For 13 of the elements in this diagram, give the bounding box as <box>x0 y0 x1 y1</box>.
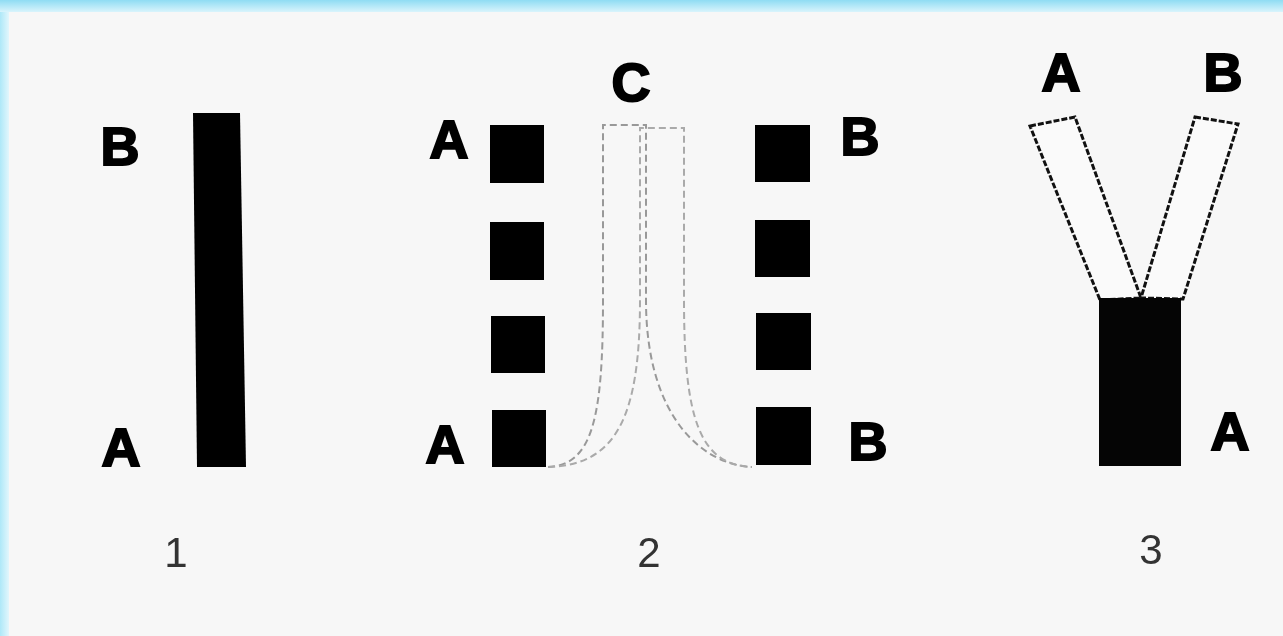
panel-number: 3 <box>1139 529 1163 571</box>
letter-label: A <box>429 112 469 166</box>
letter-label: A <box>1210 404 1250 458</box>
letter-label: C <box>611 55 651 109</box>
letter-label: A <box>425 417 465 471</box>
letter-label: B <box>840 109 880 163</box>
letter-label: B <box>848 414 888 468</box>
letter-label: B <box>100 119 140 173</box>
letter-label: B <box>1203 45 1243 99</box>
panel-number: 2 <box>637 532 661 574</box>
panel-number: 1 <box>164 532 188 574</box>
letter-label: A <box>1041 45 1081 99</box>
letter-label: A <box>101 420 141 474</box>
